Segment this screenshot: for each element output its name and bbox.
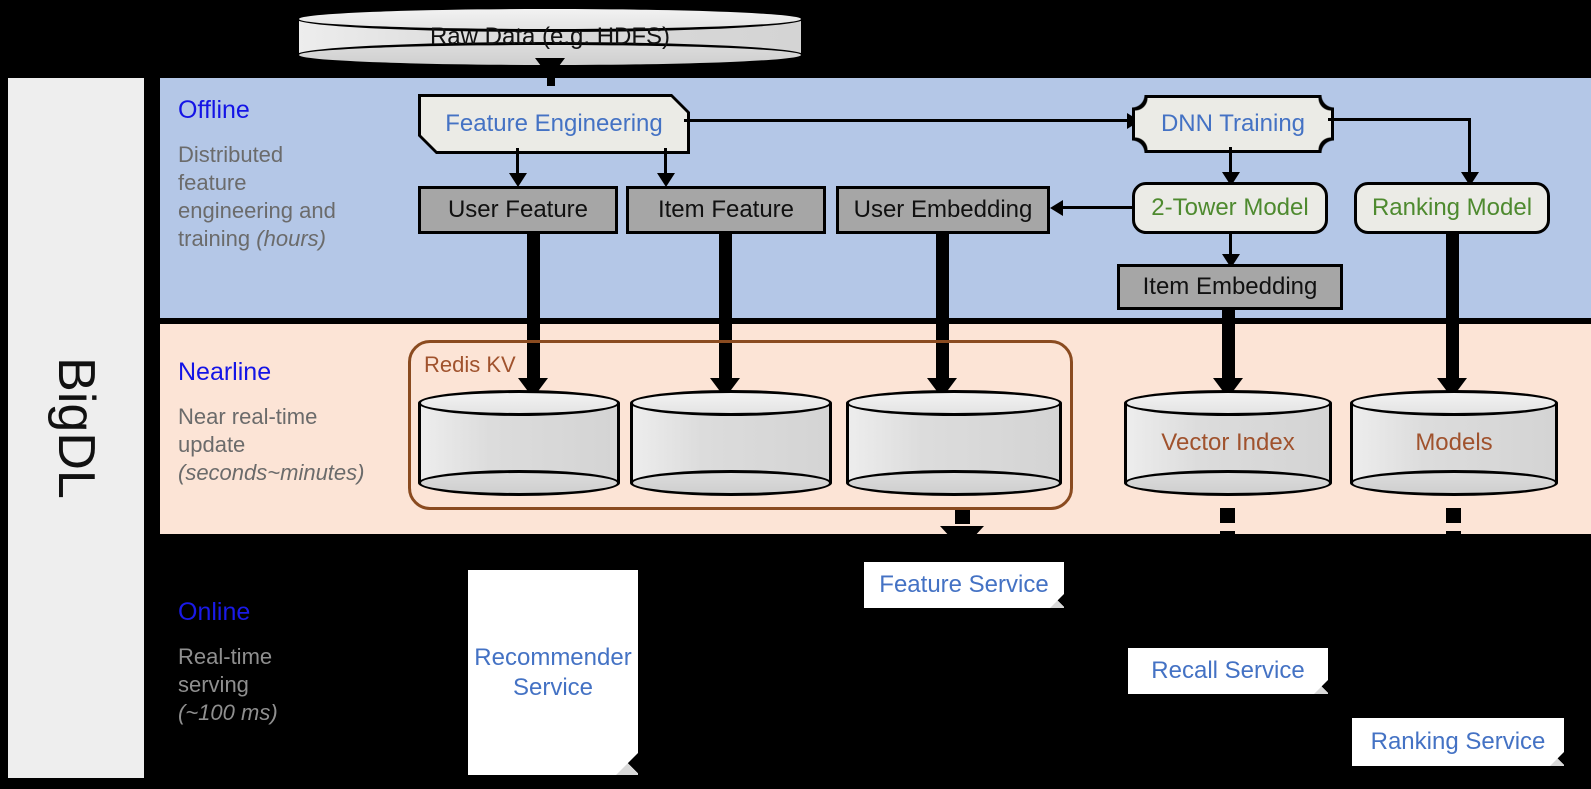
arrow-userembedding-to-store3-line xyxy=(936,234,949,384)
item-feature-label: Item Feature xyxy=(657,196,795,223)
arrow-dnn-to-ranking-v xyxy=(1468,118,1471,176)
nearline-title: Nearline xyxy=(178,358,272,386)
arrow-fe-to-userfeature-head xyxy=(509,173,527,187)
vector-index-cylinder[interactable]: Vector Index xyxy=(1124,390,1332,496)
arrow-itememb-to-vectorindex-line xyxy=(1222,310,1235,384)
dnn-training-label: DNN Training xyxy=(1160,110,1306,137)
cylinder-top xyxy=(1124,390,1332,416)
offline-sub-3: engineering and xyxy=(178,198,336,224)
store-2-label xyxy=(630,390,832,496)
raw-data-cylinder: Raw Data (e.g. HDFS) xyxy=(296,6,804,68)
node-feature-service[interactable]: Feature Service xyxy=(864,562,1064,608)
nearline-sub-em: (seconds~minutes) xyxy=(178,460,365,486)
bigdl-rail: BigDL xyxy=(8,78,144,778)
cylinder-bottom xyxy=(418,470,620,496)
recall-service-label: Recall Service xyxy=(1151,657,1305,685)
models-cylinder[interactable]: Models xyxy=(1350,390,1558,496)
user-embedding-label: User Embedding xyxy=(853,196,1033,223)
page-fold-icon xyxy=(1550,752,1564,766)
node-item-feature[interactable]: Item Feature xyxy=(626,186,826,234)
node-two-tower-model[interactable]: 2-Tower Model xyxy=(1132,182,1328,234)
arrow-twotower-to-userembedding-line xyxy=(1063,206,1133,209)
node-user-embedding[interactable]: User Embedding xyxy=(836,186,1050,234)
cylinder-bottom xyxy=(630,470,832,496)
node-user-feature[interactable]: User Feature xyxy=(418,186,618,234)
arrow-rawdata-to-fe-head xyxy=(535,58,565,78)
offline-sub-1: Distributed xyxy=(178,142,284,167)
redis-kv-group xyxy=(408,340,1073,510)
connector-vectorindex-to-recall-seg2 xyxy=(1220,531,1235,546)
cylinder-top xyxy=(418,390,620,416)
node-ranking-service[interactable]: Ranking Service xyxy=(1352,718,1564,766)
cylinder-top xyxy=(296,6,804,32)
node-item-embedding[interactable]: Item Embedding xyxy=(1117,264,1343,310)
bigdl-label: BigDL xyxy=(47,357,105,499)
node-feature-engineering[interactable]: Feature Engineering xyxy=(418,94,690,154)
page-fold-icon xyxy=(1314,680,1328,694)
connector-models-to-ranking-seg2 xyxy=(1446,531,1461,546)
arrow-fe-to-itemfeature-head xyxy=(657,173,675,187)
node-recommender-service[interactable]: Recommender Service xyxy=(468,570,638,775)
store-cylinder-2[interactable] xyxy=(630,390,832,496)
recommender-service-line1: Recommender xyxy=(474,644,632,672)
cylinder-top xyxy=(630,390,832,416)
arrow-fe-to-itemfeature-line xyxy=(664,148,667,176)
arrow-userfeature-to-store1-line xyxy=(527,234,540,384)
arrow-rankingmodel-to-models-line xyxy=(1446,234,1459,384)
store-cylinder-1[interactable] xyxy=(418,390,620,496)
arrow-dnn-to-ranking-h xyxy=(1328,118,1471,121)
online-title: Online xyxy=(178,598,251,626)
arrow-fe-to-userfeature-line xyxy=(516,148,519,176)
online-sub-1: Real-time xyxy=(178,644,273,669)
nearline-sub-1: Near real-time xyxy=(178,404,318,429)
node-ranking-model[interactable]: Ranking Model xyxy=(1354,182,1550,234)
nearline-band-text: Nearline Near real-time update (seconds~… xyxy=(178,358,408,487)
cylinder-bottom xyxy=(1350,470,1558,496)
cylinder-bottom xyxy=(1124,470,1332,496)
arrow-itemfeature-to-store2-line xyxy=(719,234,732,384)
cylinder-top xyxy=(1350,390,1558,416)
page-fold-icon xyxy=(1050,594,1064,608)
offline-sub-2: feature xyxy=(178,170,247,196)
connector-vectorindex-to-recall-seg1 xyxy=(1220,508,1235,523)
ranking-model-label: Ranking Model xyxy=(1371,194,1533,221)
arrow-twotower-to-userembedding-head xyxy=(1050,200,1063,216)
offline-sub-em: (hours) xyxy=(256,226,326,252)
vector-index-label: Vector Index xyxy=(1161,429,1295,456)
cylinder-bottom xyxy=(846,470,1062,496)
online-band-text: Online Real-time serving (~100 ms) xyxy=(178,598,378,727)
user-feature-label: User Feature xyxy=(447,196,589,223)
raw-data-label: Raw Data (e.g. HDFS) xyxy=(429,23,671,50)
online-sub-2: serving xyxy=(178,672,249,698)
store-3-label xyxy=(846,390,1062,496)
node-dnn-training[interactable]: DNN Training xyxy=(1132,95,1334,153)
offline-band-text: Offline Distributed feature engineering … xyxy=(178,96,358,254)
store-1-label xyxy=(418,390,620,496)
recommender-service-line2: Service xyxy=(512,673,594,701)
item-embedding-label: Item Embedding xyxy=(1142,273,1318,300)
models-label: Models xyxy=(1415,429,1493,456)
nearline-sub-2: update xyxy=(178,432,246,458)
offline-title: Offline xyxy=(178,96,250,124)
redis-kv-label: Redis KV xyxy=(424,352,516,377)
arrow-fe-to-dnn-line xyxy=(684,119,1129,122)
feature-service-label: Feature Service xyxy=(879,571,1049,599)
feature-engineering-label: Feature Engineering xyxy=(445,110,663,137)
arrow-dnn-to-twotower-line xyxy=(1229,147,1232,177)
cylinder-top xyxy=(846,390,1062,416)
store-cylinder-3[interactable] xyxy=(846,390,1062,496)
connector-models-to-ranking-seg1 xyxy=(1446,508,1461,523)
arrow-twotower-to-itememb-line xyxy=(1229,234,1232,260)
offline-sub-4: training xyxy=(178,226,257,252)
connector-redis-to-featureservice-head xyxy=(940,526,984,550)
ranking-service-label: Ranking Service xyxy=(1370,728,1546,756)
two-tower-model-label: 2-Tower Model xyxy=(1151,194,1309,221)
connector-redis-to-featureservice-seg1 xyxy=(955,510,970,524)
node-recall-service[interactable]: Recall Service xyxy=(1128,648,1328,694)
page-fold-icon xyxy=(616,753,638,775)
online-sub-em: (~100 ms) xyxy=(178,700,278,726)
